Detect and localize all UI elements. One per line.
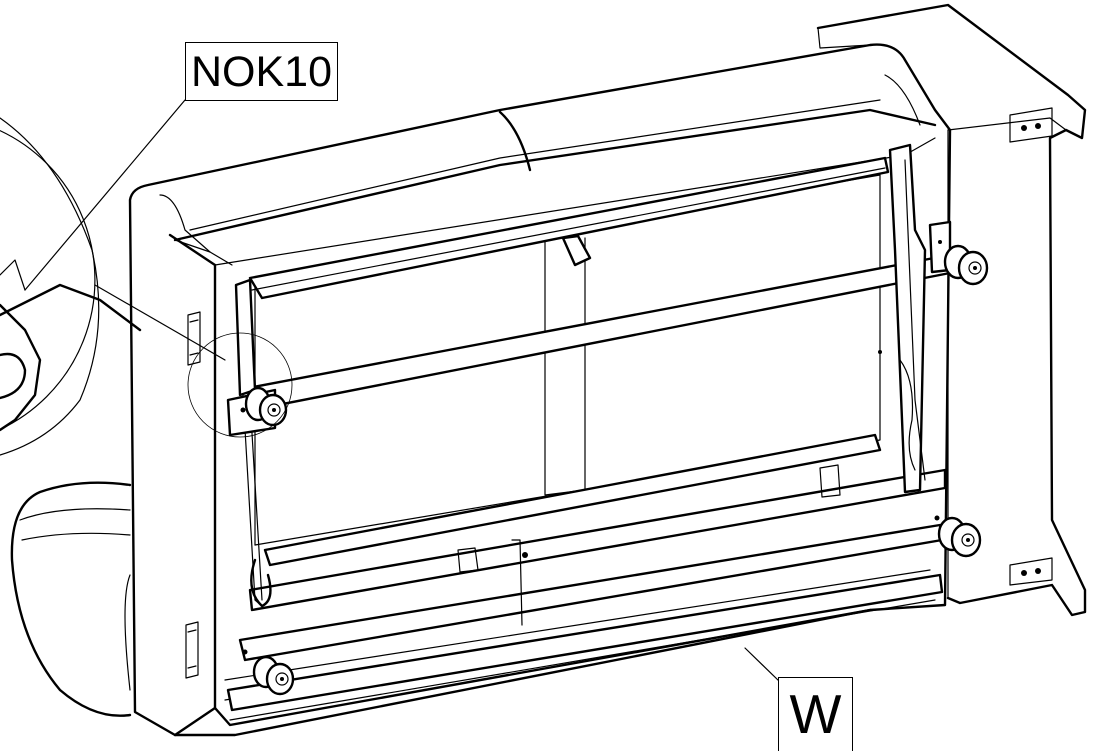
detail-callout-label: NOK10 (185, 42, 338, 101)
detail-magnifier (0, 117, 142, 456)
screw-dots (240, 240, 942, 655)
detail-circle (187, 332, 293, 438)
main-frame (128, 43, 952, 737)
leader-w (744, 647, 781, 683)
roller-upper-right (943, 244, 989, 286)
roller-lower-left (252, 655, 295, 696)
part-callout-label: W (778, 677, 853, 751)
upper-crossbar (246, 156, 957, 412)
leader-detail (94, 284, 226, 361)
roller-lower-right (937, 516, 982, 558)
left-brackets (185, 311, 201, 679)
roller-upper-left (244, 386, 288, 427)
right-mechanism-arm (888, 143, 952, 494)
center-latches (457, 234, 841, 626)
left-armrest (10, 481, 132, 717)
leader-nok10 (24, 99, 186, 291)
lower-rails (224, 433, 947, 721)
